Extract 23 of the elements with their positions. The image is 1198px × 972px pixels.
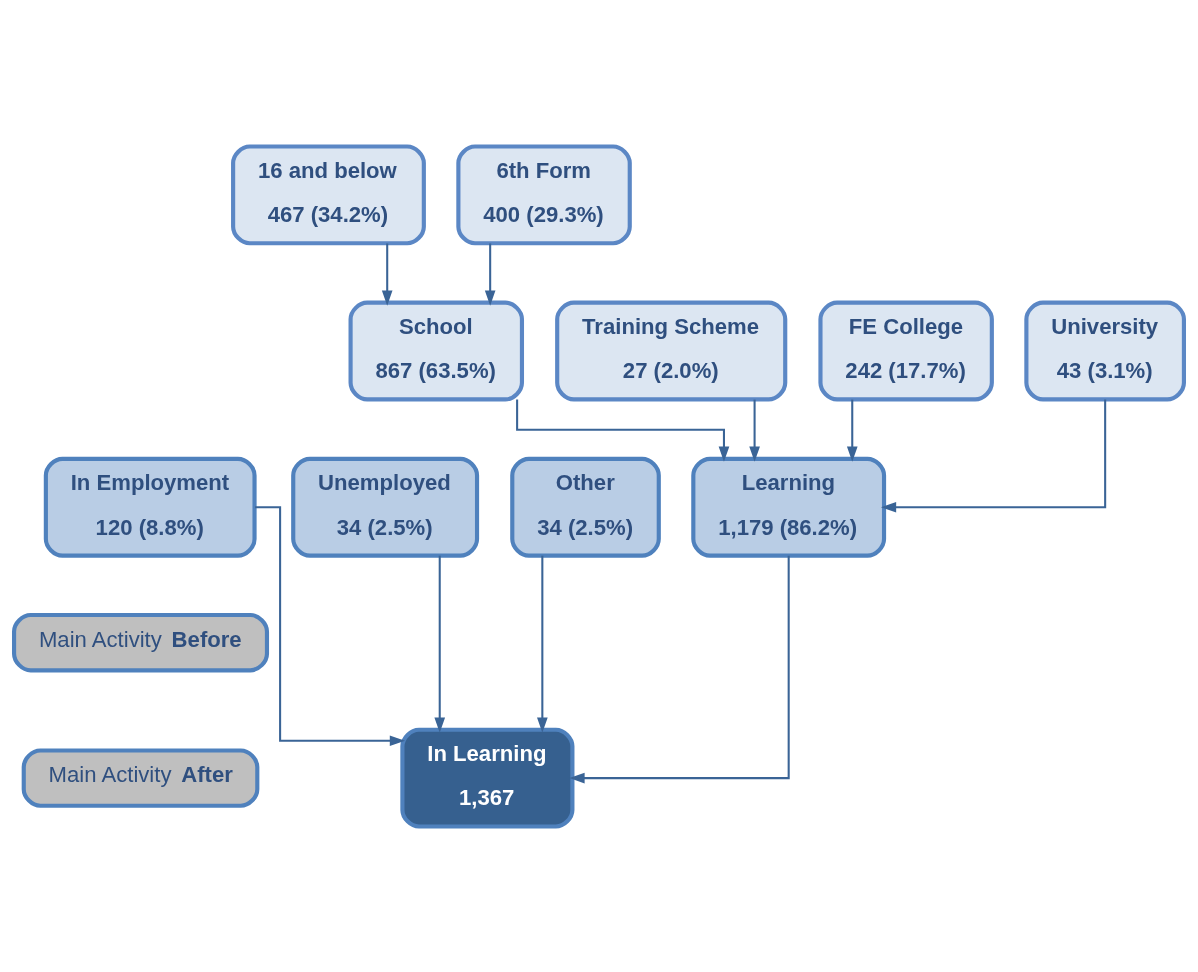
node-box: 6th Form 400 (29.3%) [456, 143, 632, 245]
node-box: Main Activity After [21, 747, 260, 808]
arrow [749, 399, 760, 462]
arrow [537, 555, 548, 733]
node-box: Unemployed 34 (2.5%) [291, 456, 480, 558]
arrow [846, 399, 858, 462]
arrow [381, 242, 393, 306]
arrow [484, 242, 496, 306]
node-box: School 867 (63.5%) [348, 300, 525, 401]
arrow [255, 505, 406, 746]
arrow [880, 399, 1107, 513]
node-box: 16 and below 467 (34.2%) [231, 143, 426, 245]
node-box: University 43 (3.1%) [1024, 300, 1186, 401]
arrow [434, 555, 446, 733]
arrow [569, 555, 790, 783]
node-box: Main Activity Before [12, 612, 270, 672]
node-box: In Employment 120 (8.8%) [43, 456, 257, 558]
node-box: Other 34 (2.5%) [510, 456, 661, 558]
node-box: In Learning 1,367 [400, 727, 575, 829]
arrow [516, 399, 730, 462]
node-box: Training Scheme 27 (2.0%) [555, 300, 788, 401]
node-box: FE College 242 (17.7%) [818, 300, 994, 401]
node-box: Learning 1,179 (86.2%) [691, 456, 887, 558]
